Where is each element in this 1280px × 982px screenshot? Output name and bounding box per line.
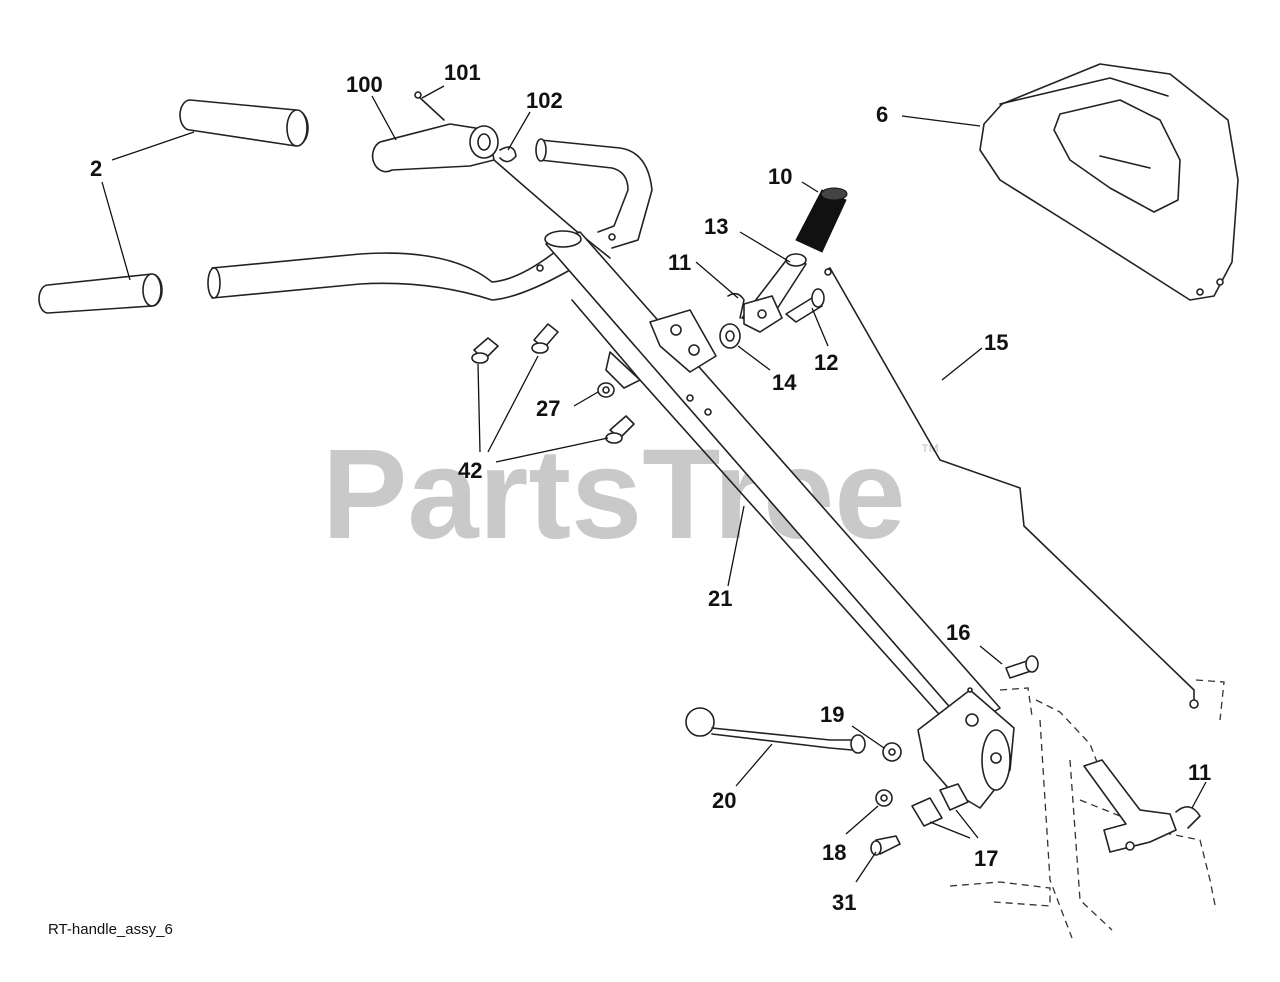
tube-mount-bracket [605, 309, 717, 389]
part-15-shift-rod [824, 267, 1199, 709]
callout-17: 17 [974, 846, 998, 871]
callout-10: 10 [768, 164, 792, 189]
callout-31: 31 [832, 890, 856, 915]
part-17-blocks [911, 783, 969, 827]
callout-101: 101 [444, 60, 481, 85]
callout-labels: 2 100 101 102 6 10 13 11 12 14 15 27 42 … [90, 60, 1211, 915]
callout-102: 102 [526, 88, 563, 113]
callout-12: 12 [814, 350, 838, 375]
diagram-caption: RT-handle_assy_6 [48, 921, 173, 938]
callout-11-upper: 11 [668, 250, 691, 275]
part-18-nut [875, 789, 893, 807]
shift-bracket [1083, 759, 1177, 853]
trademark-symbol: ™ [920, 441, 940, 463]
part-11-cotter-pin-lower [1175, 806, 1201, 829]
callout-2: 2 [90, 156, 102, 181]
pivot-bracket [917, 687, 1015, 809]
callout-19: 19 [820, 702, 844, 727]
part-42-bolts [471, 323, 635, 444]
callout-11-lower: 11 [1188, 760, 1211, 785]
part-20-pivot-lever [685, 707, 866, 754]
part-12-screw [785, 288, 825, 323]
callout-13: 13 [704, 214, 728, 239]
left-handlebar [207, 247, 571, 301]
callout-20: 20 [712, 788, 736, 813]
part-14-spacer [719, 323, 741, 349]
callout-100: 100 [346, 72, 383, 97]
callout-15: 15 [984, 330, 1008, 355]
leader-lines [101, 85, 1207, 883]
part-11-cotter-pin-upper [727, 292, 745, 319]
right-handlebar [535, 138, 653, 249]
part-100-cable-lever [371, 91, 611, 259]
part-21-handle-tube [536, 230, 1001, 761]
callout-18: 18 [822, 840, 846, 865]
callout-6: 6 [876, 102, 888, 127]
callout-27: 27 [536, 396, 560, 421]
callout-42: 42 [458, 458, 482, 483]
callout-16: 16 [946, 620, 970, 645]
callout-14: 14 [772, 370, 797, 395]
part-16-bolt [1005, 655, 1039, 679]
part-19-washer [882, 742, 902, 762]
part-13-shift-lever [741, 253, 807, 333]
part-27-nut [597, 382, 615, 398]
part-31-bolt [870, 835, 901, 856]
callout-21: 21 [708, 586, 732, 611]
part-10-lever-knob [795, 187, 848, 253]
part-6-console-cover [979, 63, 1239, 301]
part-2-grips [38, 99, 309, 314]
tiller-frame-dashed [949, 679, 1225, 939]
